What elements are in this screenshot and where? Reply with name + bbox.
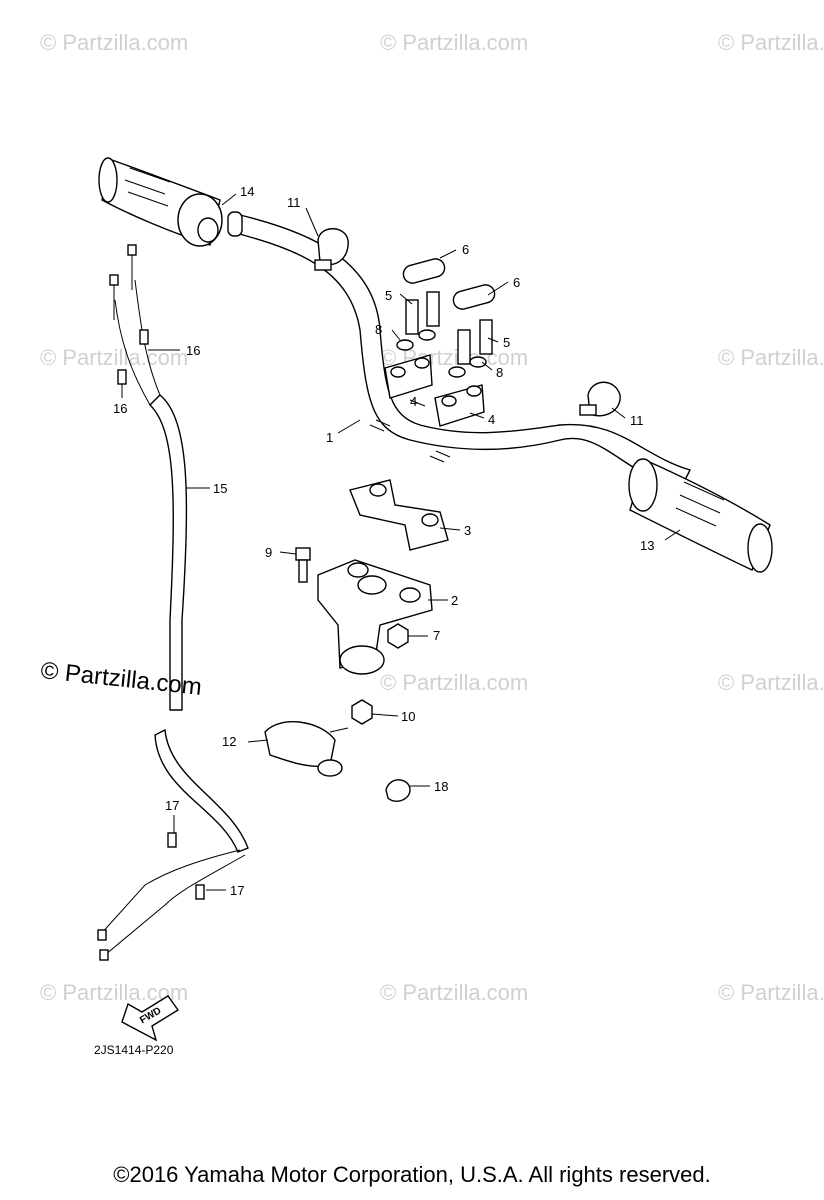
bolt-part xyxy=(396,291,493,378)
callout-label: 8 xyxy=(496,365,503,380)
copyright-notice: ©2016 Yamaha Motor Corporation, U.S.A. A… xyxy=(113,1162,711,1187)
watermark: © Partzilla.com xyxy=(380,30,528,55)
lower-holder-part xyxy=(349,479,449,551)
watermark-layer: © Partzilla.com © Partzilla.com © Partzi… xyxy=(40,30,824,1005)
callout-label: 11 xyxy=(287,195,301,210)
callout-label: 17 xyxy=(230,883,244,898)
callout-label: 5 xyxy=(385,288,392,303)
cap-part xyxy=(402,258,496,310)
callout-label: 4 xyxy=(410,394,417,409)
upper-holder-part xyxy=(384,354,485,427)
watermark: © Partzilla.com xyxy=(380,980,528,1005)
cable-guide-part xyxy=(264,721,349,777)
watermark: © Partzilla.com xyxy=(40,345,188,370)
watermark: © Partzilla.com xyxy=(380,670,528,695)
callout-label: 3 xyxy=(464,523,471,538)
watermark: © Partzilla.com xyxy=(718,670,824,695)
clamp-part xyxy=(385,779,411,802)
drawing-code: 2JS1414-P220 xyxy=(94,1043,174,1057)
bolt-part xyxy=(295,547,311,583)
callout-label: 11 xyxy=(630,413,644,428)
cable-band-part xyxy=(314,228,621,417)
watermark: © Partzilla.com xyxy=(718,30,824,55)
callout-label: 15 xyxy=(213,481,227,496)
callout-label: 16 xyxy=(186,343,200,358)
callout-label: 9 xyxy=(265,545,272,560)
callout-label: 12 xyxy=(222,734,236,749)
callouts: 1 2 3 4 4 5 5 6 6 7 8 8 9 10 11 11 12 13… xyxy=(113,184,654,898)
nut-part xyxy=(351,623,409,725)
forward-arrow-icon: FWD xyxy=(121,995,180,1042)
throttle-cable-part xyxy=(97,244,249,961)
grip-part xyxy=(628,458,773,573)
callout-label: 10 xyxy=(401,709,415,724)
callout-label: 6 xyxy=(462,242,469,257)
throttle-grip-part xyxy=(98,157,223,247)
callout-label: 7 xyxy=(433,628,440,643)
callout-label: 13 xyxy=(640,538,654,553)
callout-label: 17 xyxy=(165,798,179,813)
watermark: © Partzilla.com xyxy=(718,980,824,1005)
callout-label: 1 xyxy=(326,430,333,445)
watermark: © Partzilla.com xyxy=(718,345,824,370)
leader-lines xyxy=(121,193,681,891)
callout-label: 5 xyxy=(503,335,510,350)
callout-label: 2 xyxy=(451,593,458,608)
bracket-part xyxy=(317,559,433,675)
callout-label: 4 xyxy=(488,412,495,427)
callout-label: 18 xyxy=(434,779,448,794)
callout-label: 8 xyxy=(375,322,382,337)
callout-label: 6 xyxy=(513,275,520,290)
callout-label: 14 xyxy=(240,184,254,199)
watermark: © Partzilla.com xyxy=(40,30,188,55)
callout-label: 16 xyxy=(113,401,127,416)
